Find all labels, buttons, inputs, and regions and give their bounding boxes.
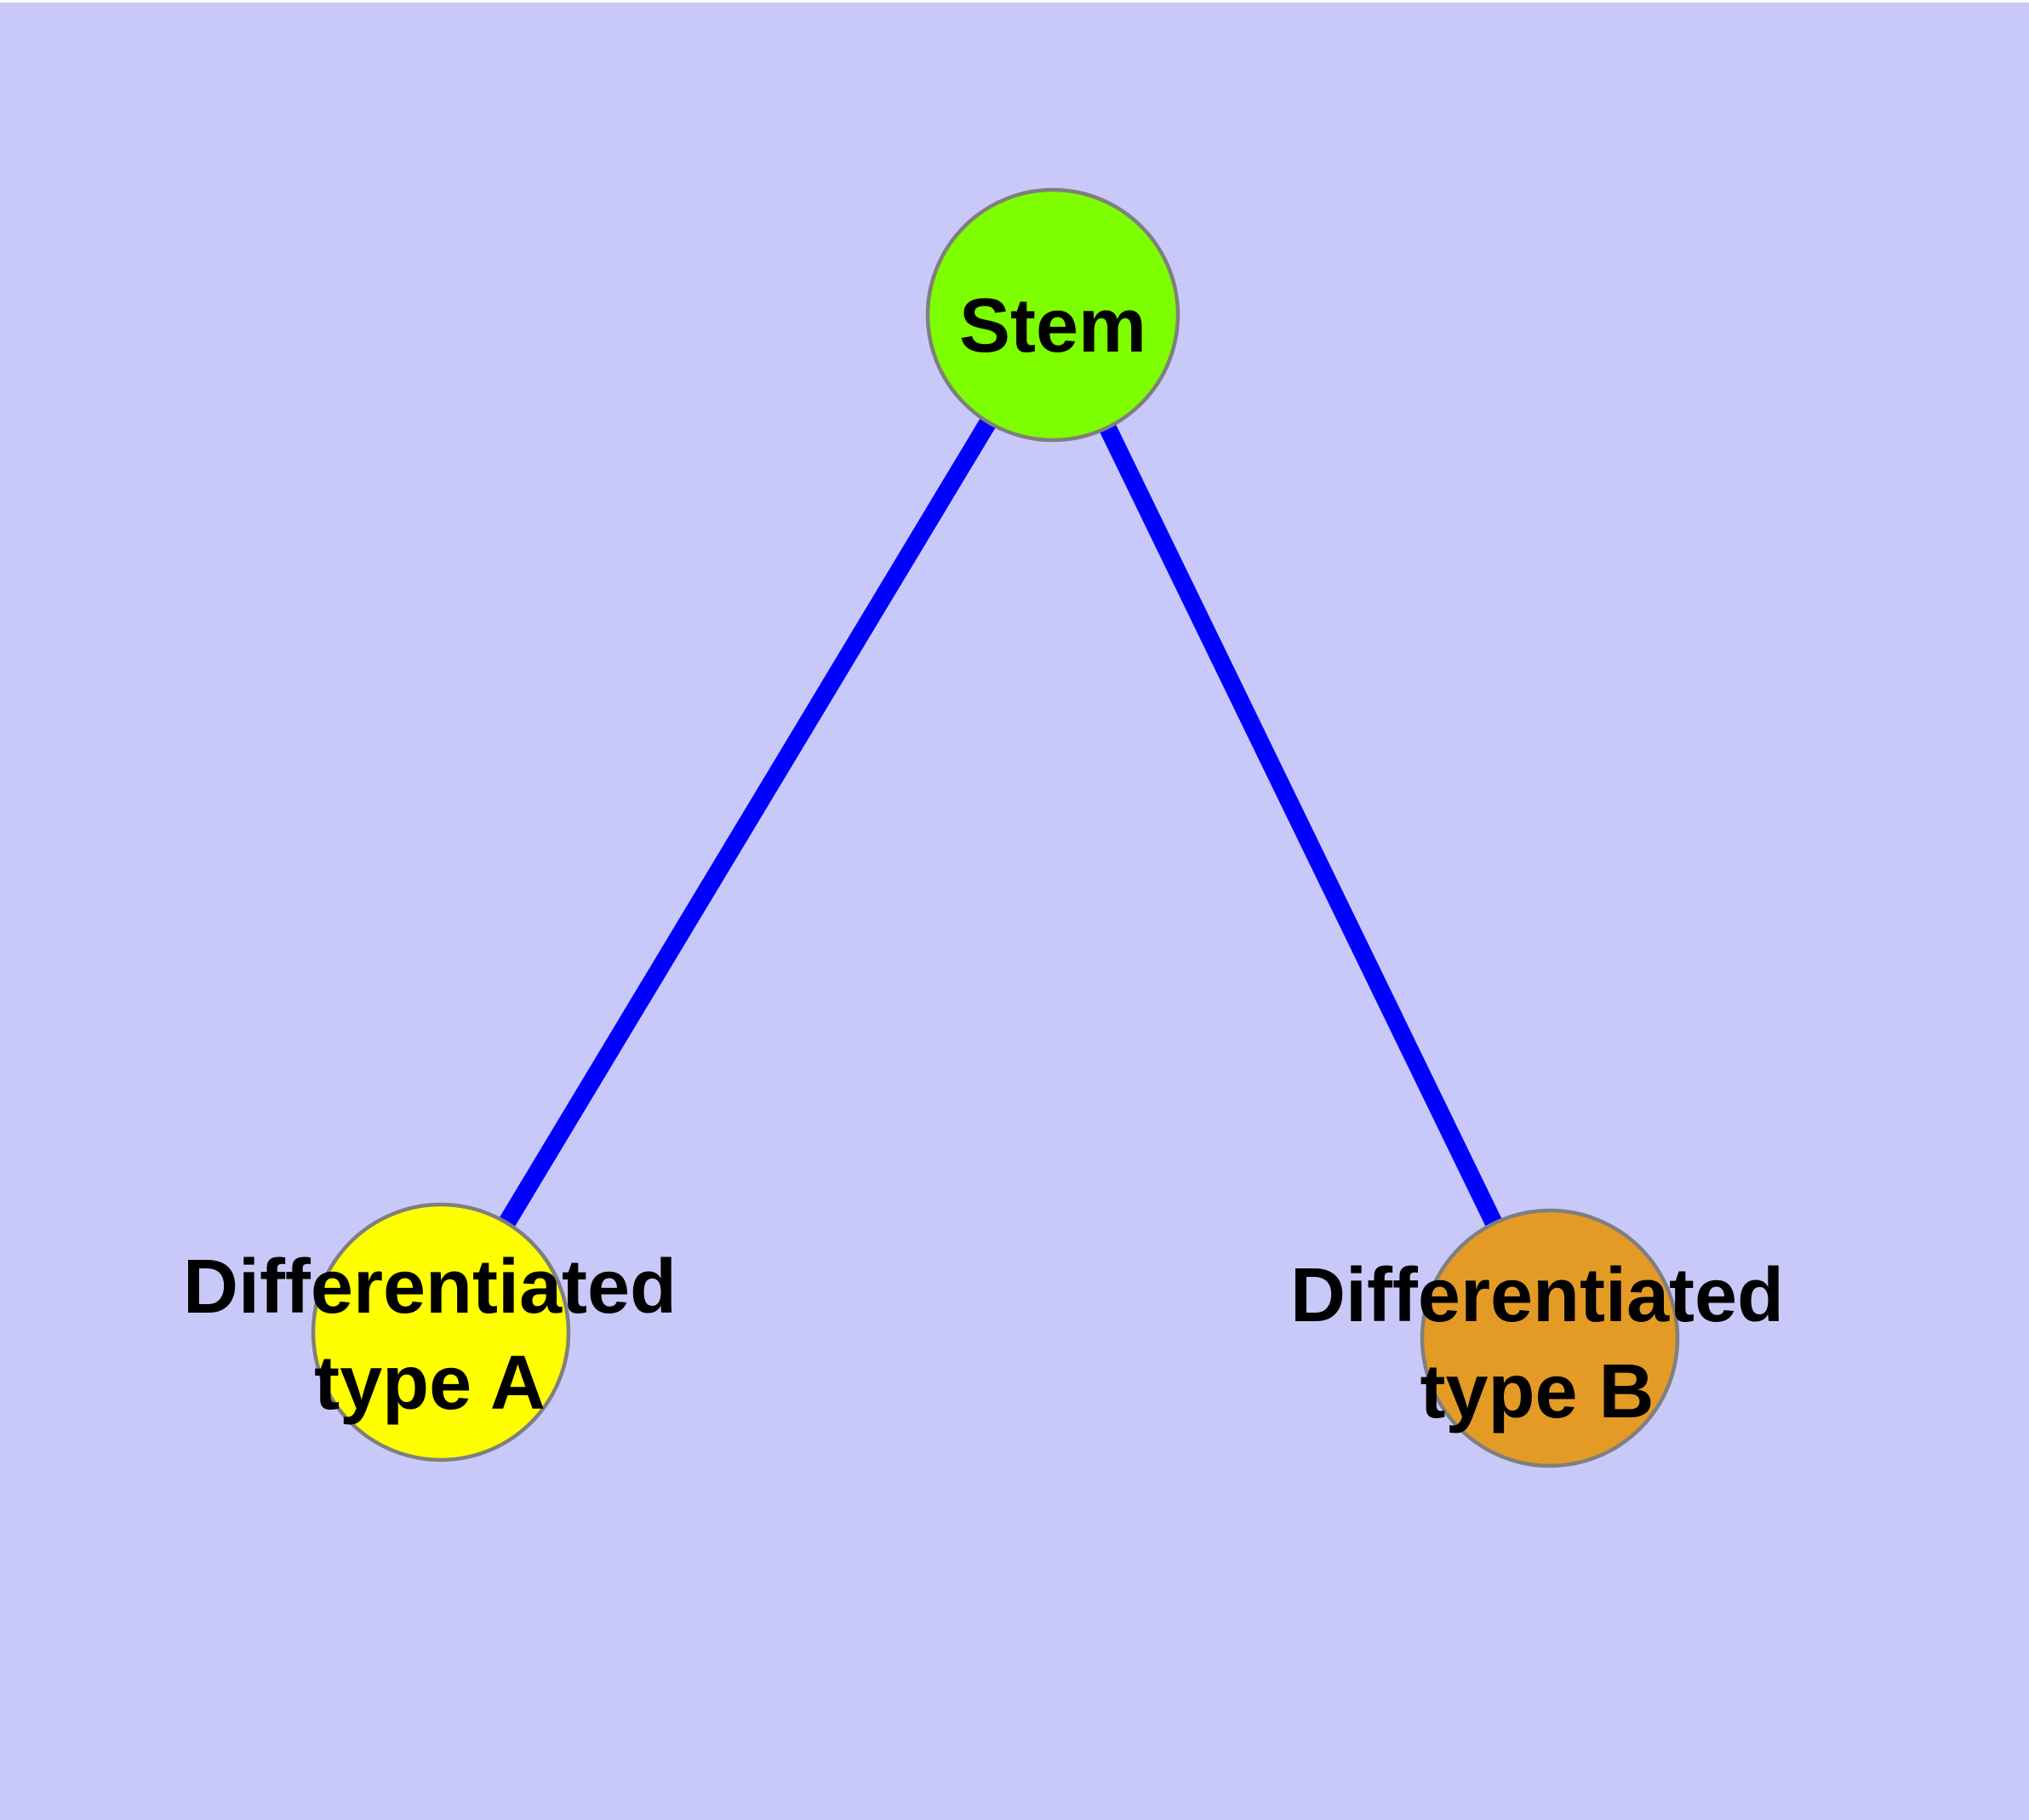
node-stem-label: Stem <box>959 283 1146 369</box>
edge-stem-to-type-a <box>433 310 1060 1337</box>
node-type-b-label-line2: type B <box>1420 1349 1654 1434</box>
node-type-a-label-line1: Differentiated <box>183 1245 677 1330</box>
edge-stem-to-type-b <box>1044 311 1558 1342</box>
node-type-a-label-line2: type A <box>314 1341 546 1426</box>
top-margin-strip <box>0 0 2029 3</box>
node-differentiated-type-b <box>1420 1208 1680 1468</box>
node-stem <box>925 187 1180 443</box>
node-differentiated-type-a <box>311 1202 571 1462</box>
node-type-b-label-line1: Differentiated <box>1290 1253 1784 1338</box>
